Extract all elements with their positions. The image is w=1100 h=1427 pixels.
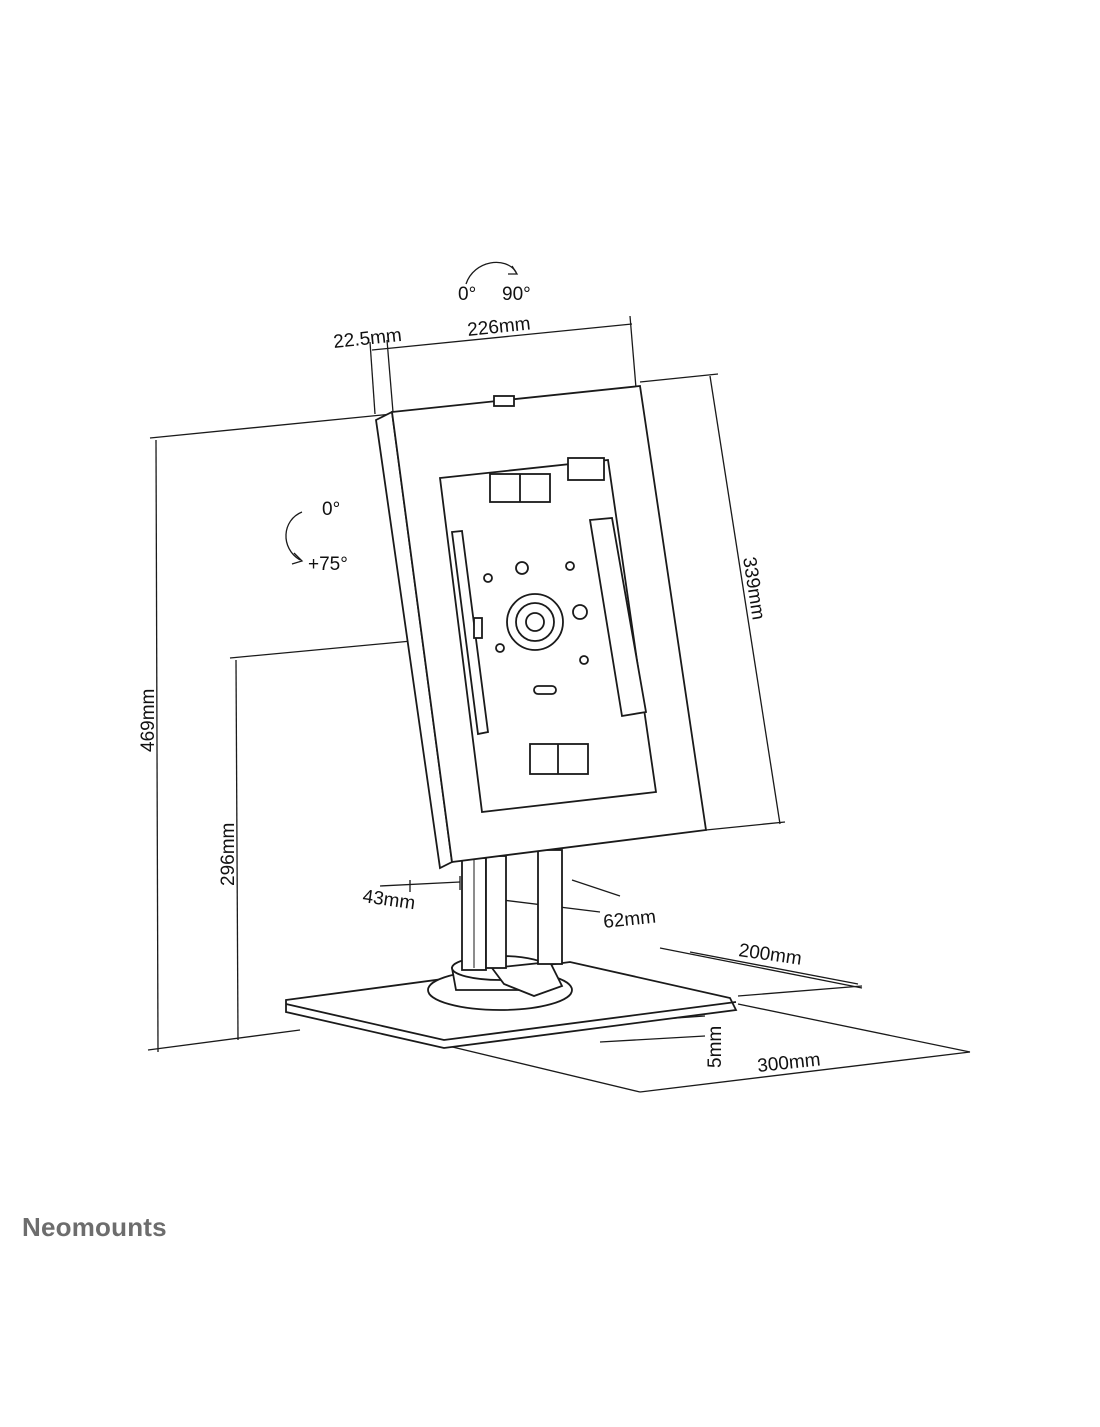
thickness-ext-bottom bbox=[599, 1035, 706, 1043]
side-button bbox=[473, 617, 483, 639]
dimension-lines bbox=[147, 261, 971, 1093]
rotation-from-label: 0° bbox=[458, 284, 476, 305]
brand-logo: Neomounts bbox=[22, 1212, 167, 1242]
base-thickness-label: 5mm bbox=[705, 1026, 726, 1068]
width-label: 226mm bbox=[466, 313, 531, 341]
keyhole bbox=[515, 561, 529, 575]
pole-right bbox=[537, 849, 563, 965]
extension-line-right bbox=[629, 315, 637, 389]
total-height-top-ext bbox=[149, 413, 393, 439]
pole-depth-line bbox=[379, 881, 461, 887]
pole-width-label: 62mm bbox=[602, 907, 657, 933]
base-width-right-ext bbox=[737, 1003, 971, 1053]
tilt-to-label: +75° bbox=[308, 554, 348, 575]
stand-outline bbox=[285, 385, 738, 1049]
holder-height-line bbox=[709, 375, 781, 825]
rotation-arc-top bbox=[465, 261, 517, 285]
rotation-to-label: 90° bbox=[502, 284, 531, 305]
base-depth-ext-right bbox=[737, 985, 863, 997]
extension-line-left-inner bbox=[386, 339, 394, 413]
center-height-line bbox=[235, 659, 239, 1041]
base-width-left-ext bbox=[439, 1043, 641, 1093]
center-hub bbox=[525, 612, 545, 632]
slot-right bbox=[588, 517, 648, 718]
extension-line-left bbox=[369, 341, 376, 415]
pole-depth-label: 43mm bbox=[361, 886, 416, 914]
pole-mid bbox=[485, 855, 507, 969]
screw-1 bbox=[483, 573, 493, 583]
total-height-bottom-ext bbox=[147, 1029, 301, 1051]
tilt-from-label: 0° bbox=[322, 499, 340, 520]
screw-2 bbox=[565, 561, 575, 571]
base-depth-line bbox=[659, 947, 863, 989]
holder-height-top-ext bbox=[639, 373, 719, 383]
total-height-label: 469mm bbox=[138, 689, 159, 752]
width-dimension-line bbox=[371, 323, 633, 351]
bottom-clip bbox=[529, 743, 589, 775]
top-lock-tab bbox=[493, 395, 515, 407]
tilt-arc bbox=[285, 511, 303, 561]
center-height-label: 296mm bbox=[218, 823, 239, 886]
depth-offset-label: 22.5mm bbox=[332, 325, 402, 353]
base-plate-edge bbox=[285, 1001, 737, 1041]
screw-4 bbox=[579, 655, 589, 665]
tilt-arrow-head bbox=[291, 552, 304, 565]
screw-knob bbox=[572, 604, 588, 620]
holder-height-bottom-ext bbox=[705, 821, 786, 831]
slot-left bbox=[450, 530, 490, 736]
slot-bottom bbox=[533, 685, 557, 695]
top-notch bbox=[567, 457, 605, 481]
base-width-label: 300mm bbox=[756, 1049, 821, 1077]
base-depth-ext-top bbox=[689, 951, 859, 985]
rotation-arrow-head bbox=[508, 265, 519, 275]
total-height-line bbox=[155, 439, 159, 1053]
pole-width-ext bbox=[571, 879, 621, 897]
screw-3 bbox=[495, 643, 505, 653]
base-width-line bbox=[639, 1051, 971, 1093]
